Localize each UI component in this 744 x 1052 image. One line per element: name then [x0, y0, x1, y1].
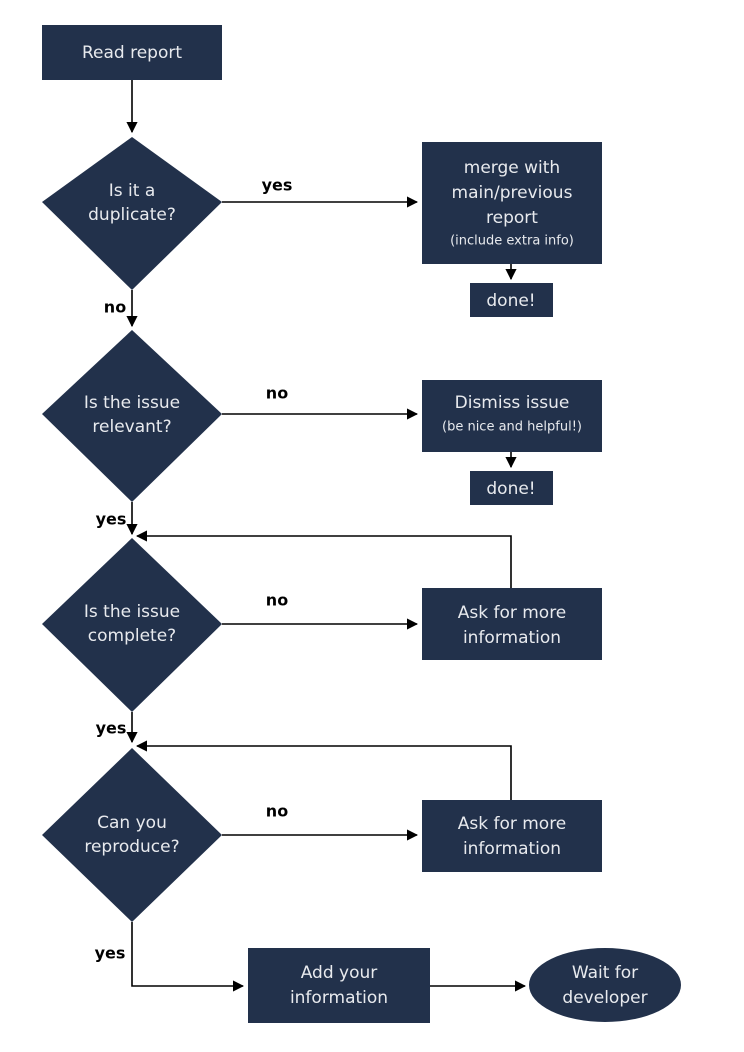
- edge-label-duplicate-yes: yes: [262, 176, 293, 195]
- node-wait-dev-label-line2: developer: [562, 988, 647, 1008]
- node-can-reproduce-shape: [42, 748, 222, 922]
- node-ask-more-2-label-line2: information: [463, 839, 561, 859]
- node-dismiss-label-line2: (be nice and helpful!): [442, 420, 582, 435]
- node-can-reproduce-label-line2: reproduce?: [84, 837, 179, 857]
- node-is-duplicate-label-line1: Is it a: [109, 181, 155, 201]
- node-merge-label-line2: main/previous: [452, 183, 573, 203]
- node-merge[interactable]: merge with main/previous report (include…: [422, 142, 602, 264]
- node-ask-more-2-label-line1: Ask for more: [458, 814, 567, 834]
- node-is-complete[interactable]: Is the issue complete?: [42, 538, 222, 712]
- node-dismiss[interactable]: Dismiss issue (be nice and helpful!): [422, 380, 602, 452]
- node-read-report[interactable]: Read report: [42, 25, 222, 80]
- node-add-info-label-line1: Add your: [301, 963, 378, 983]
- node-is-relevant[interactable]: Is the issue relevant?: [42, 330, 222, 502]
- node-done-2[interactable]: done!: [470, 471, 553, 505]
- node-merge-label-line3: report: [486, 208, 538, 228]
- node-done-2-label: done!: [486, 479, 535, 499]
- node-is-relevant-label-line2: relevant?: [92, 417, 171, 437]
- node-merge-label-line4: (include extra info): [450, 234, 574, 249]
- node-add-info-label-line2: information: [290, 988, 388, 1008]
- node-ask-more-1-label-line2: information: [463, 628, 561, 648]
- node-add-info[interactable]: Add your information: [248, 948, 430, 1023]
- node-ask-more-2[interactable]: Ask for more information: [422, 800, 602, 872]
- node-wait-dev-label-line1: Wait for: [572, 963, 638, 983]
- node-is-duplicate[interactable]: Is it a duplicate?: [42, 137, 222, 290]
- node-is-complete-label-line1: Is the issue: [84, 602, 180, 622]
- edge-label-relevant-no: no: [266, 384, 288, 403]
- edge-can-reproduce-yes-to-add-info: [131, 922, 245, 992]
- node-done-1-label: done!: [486, 291, 535, 311]
- node-dismiss-label-line1: Dismiss issue: [455, 393, 570, 413]
- edge-label-complete-yes: yes: [96, 719, 127, 738]
- edge-label-reproduce-yes: yes: [95, 944, 126, 963]
- node-done-1-shape: [470, 283, 553, 317]
- node-dismiss-shape: [422, 380, 602, 452]
- node-read-report-label: Read report: [82, 43, 182, 63]
- node-done-2-shape: [470, 471, 553, 505]
- edge-label-duplicate-no: no: [104, 298, 126, 317]
- node-is-complete-shape: [42, 538, 222, 712]
- edge-label-relevant-yes: yes: [96, 510, 127, 529]
- node-read-report-shape: [42, 25, 222, 80]
- node-ask-more-2-shape: [422, 800, 602, 872]
- node-can-reproduce-label-line1: Can you: [97, 813, 167, 833]
- edge-label-complete-no: no: [266, 591, 288, 610]
- node-merge-shape: [422, 142, 602, 264]
- node-is-duplicate-label-line2: duplicate?: [88, 205, 176, 225]
- node-can-reproduce[interactable]: Can you reproduce?: [42, 748, 222, 922]
- node-is-complete-label-line2: complete?: [88, 626, 176, 646]
- node-is-duplicate-shape: [42, 137, 222, 290]
- node-add-info-shape: [248, 948, 430, 1023]
- node-done-1[interactable]: done!: [470, 283, 553, 317]
- node-wait-dev-shape: [529, 948, 681, 1022]
- node-is-relevant-label-line1: Is the issue: [84, 393, 180, 413]
- edge-ask-more-1-loop-to-is-complete: [135, 530, 512, 588]
- node-is-relevant-shape: [42, 330, 222, 502]
- node-ask-more-1-shape: [422, 588, 602, 660]
- node-merge-label-line1: merge with: [464, 158, 560, 178]
- node-ask-more-1[interactable]: Ask for more information: [422, 588, 602, 660]
- node-ask-more-1-label-line1: Ask for more: [458, 603, 567, 623]
- node-wait-dev[interactable]: Wait for developer: [529, 948, 681, 1022]
- edge-label-reproduce-no: no: [266, 802, 288, 821]
- edge-ask-more-2-loop-to-can-reproduce: [135, 740, 512, 800]
